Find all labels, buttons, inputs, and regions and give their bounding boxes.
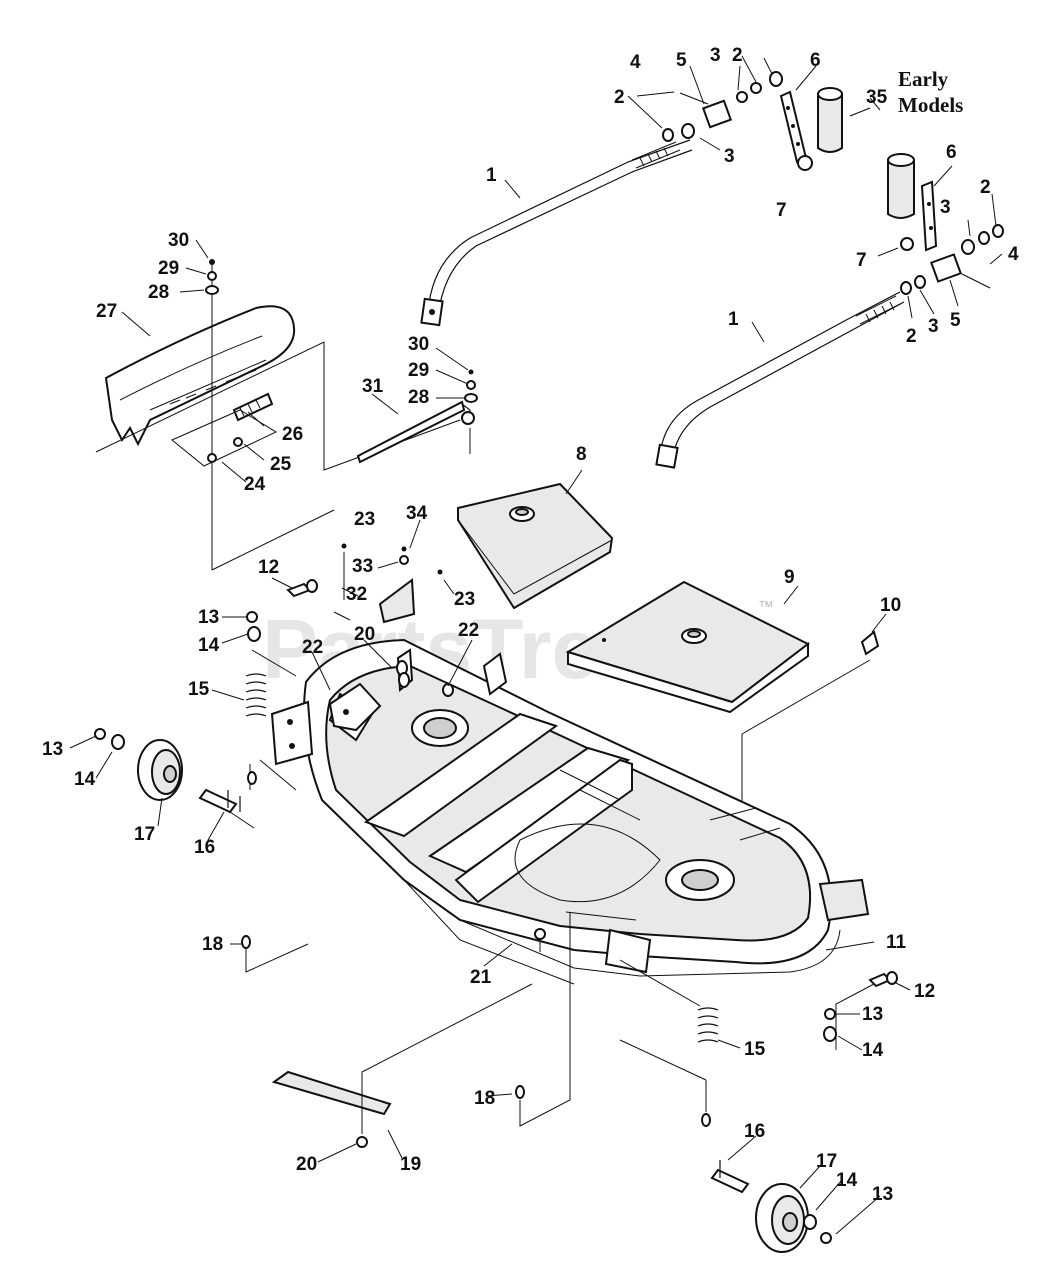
callout-10: 10 [880,595,901,616]
right-linkage-hardware [887,153,1004,295]
callout-27: 27 [96,301,117,322]
deck-plate [565,580,810,714]
callout-2: 2 [614,87,625,108]
callout-30: 30 [168,230,189,251]
belt-cover [104,305,296,447]
callout-22: 22 [302,637,323,658]
callout-13: 13 [862,1004,883,1025]
callout-11: 11 [886,932,907,953]
callout-3: 3 [928,316,939,337]
callout-14: 14 [198,635,220,656]
callout-labels: 1 1 2 2 2 2 3 3 3 3 4 4 5 5 6 6 7 7 8 9 … [42,45,1019,1205]
callout-1: 1 [728,309,739,330]
callout-19: 19 [400,1154,421,1175]
callout-3: 3 [940,197,951,218]
callout-3: 3 [724,146,735,167]
center-hardware [241,543,443,973]
callout-1: 1 [486,165,497,186]
callout-28: 28 [408,387,429,408]
callout-14: 14 [862,1040,884,1061]
callout-29: 29 [158,258,179,279]
callout-24: 24 [244,474,266,495]
callout-12: 12 [258,557,279,578]
callout-20: 20 [296,1154,317,1175]
callout-15: 15 [744,1039,766,1060]
callout-2: 2 [732,45,743,66]
callout-leaders [69,55,1003,1235]
callout-6: 6 [810,50,821,71]
callout-18: 18 [202,934,223,955]
callout-16: 16 [194,837,215,858]
callout-9: 9 [784,567,795,588]
callout-16: 16 [744,1121,765,1142]
callout-13: 13 [198,607,219,628]
pulley-shield [457,482,614,610]
callout-32: 32 [346,584,367,605]
early-models-note-line2: Models [898,93,963,117]
callout-26: 26 [282,424,303,445]
callout-21: 21 [470,967,492,988]
early-models-note-line1: Early [898,67,949,91]
callout-23: 23 [454,589,475,610]
callout-4: 4 [1008,244,1019,265]
callout-18: 18 [474,1088,495,1109]
bracket-rod [356,369,478,464]
upper-linkage-hardware [662,71,871,171]
callout-17: 17 [816,1151,837,1172]
callout-8: 8 [576,444,587,465]
baffle-plate [271,911,637,1148]
callout-7: 7 [776,200,787,221]
callout-5: 5 [676,50,687,71]
callout-29: 29 [408,360,429,381]
callout-35: 35 [866,87,888,108]
callout-2: 2 [906,326,917,347]
callout-17: 17 [134,824,155,845]
callout-14: 14 [836,1170,858,1191]
callout-6: 6 [946,142,957,163]
callout-13: 13 [42,739,63,760]
mower-deck-shell [270,638,870,985]
lift-rod-lower [655,291,905,469]
callout-7: 7 [856,250,867,271]
callout-23: 23 [354,509,375,530]
callout-5: 5 [950,310,961,331]
callout-2: 2 [980,177,991,198]
callout-3: 3 [710,45,721,66]
callout-30: 30 [408,334,429,355]
callout-13: 13 [872,1184,893,1205]
watermark-trademark: ™ [758,599,774,616]
callout-28: 28 [148,282,169,303]
right-side-hardware [619,959,898,1253]
callout-4: 4 [630,52,641,73]
callout-12: 12 [914,981,935,1002]
callout-31: 31 [362,376,384,397]
callout-14: 14 [74,769,96,790]
deck-bolts [396,660,546,952]
callout-34: 34 [406,503,428,524]
lift-rod-upper [420,139,693,327]
callout-20: 20 [354,624,375,645]
callout-22: 22 [458,620,479,641]
callout-33: 33 [352,556,373,577]
left-side-hardware [94,579,318,829]
callout-25: 25 [270,454,292,475]
callout-15: 15 [188,679,210,700]
